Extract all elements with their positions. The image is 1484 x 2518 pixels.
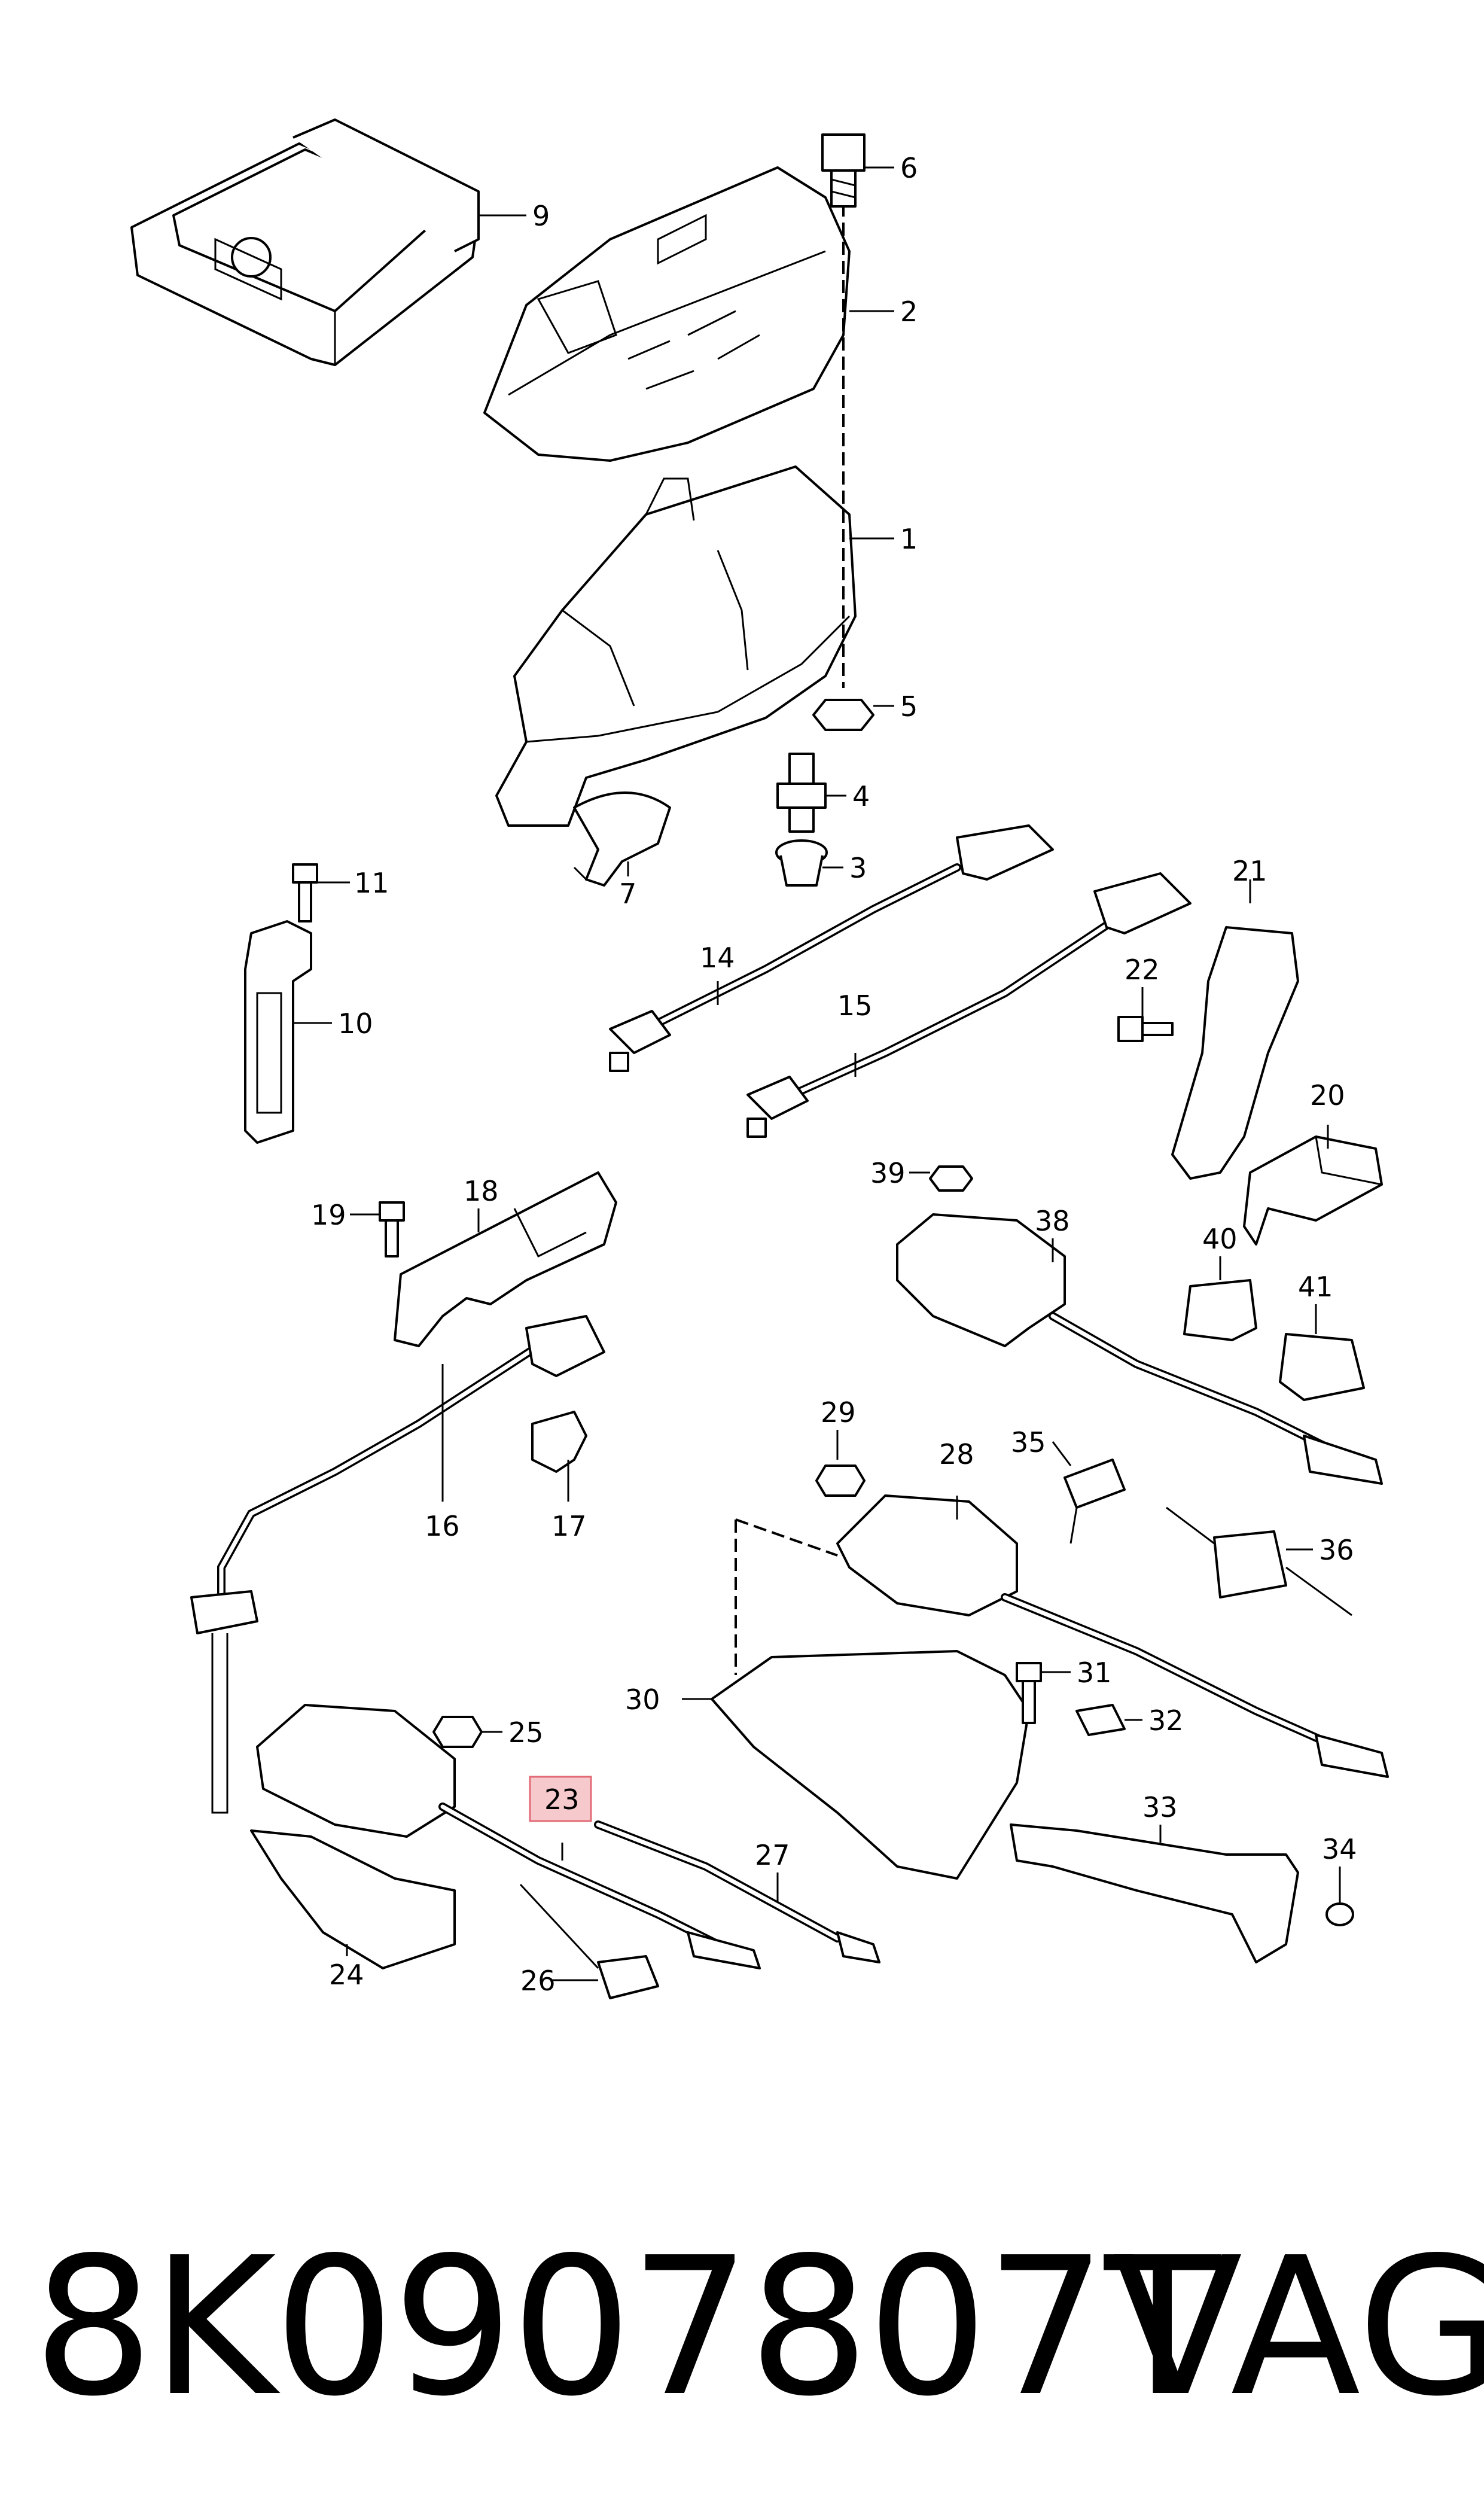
callout-36: 36: [1319, 1534, 1354, 1566]
callout-labels: 6 9 2 1 5 4 3 7 11 10 14 15 21 22 20 18 …: [311, 152, 1357, 1997]
part-28-nox-sensor: [836, 1494, 1389, 1778]
callout-21: 21: [1232, 855, 1267, 887]
part-4-stud: [776, 753, 827, 833]
callout-6: 6: [900, 152, 918, 184]
callout-14: 14: [700, 942, 735, 974]
callout-33: 33: [1142, 1791, 1178, 1823]
callout-39: 39: [870, 1157, 906, 1189]
part-41-clip: [1279, 1333, 1365, 1401]
part-36-connector: [1166, 1506, 1352, 1616]
callout-10: 10: [338, 1007, 373, 1040]
part-23-sensor-harness: [438, 1803, 761, 1969]
callout-2: 2: [900, 296, 918, 328]
part-40-clip: [1183, 1279, 1257, 1341]
part-34-washer: [1325, 1902, 1354, 1926]
part-27-lead: [594, 1820, 880, 1963]
callout-24: 24: [329, 1959, 364, 1991]
callout-18: 18: [464, 1175, 499, 1207]
callout-1: 1: [900, 523, 918, 555]
callout-23-highlight: [529, 1776, 592, 1822]
part-17-clip: [531, 1411, 587, 1473]
part-20-pressure-sensor: [1243, 1135, 1383, 1246]
callout-22: 22: [1125, 954, 1160, 986]
callout-9: 9: [532, 200, 550, 232]
part-21-bracket: [1171, 926, 1299, 1180]
part-10-sensor: [244, 920, 312, 1144]
callout-4: 4: [852, 780, 870, 812]
part-14-sensor-harness: [609, 824, 1054, 1072]
callout-40: 40: [1202, 1223, 1238, 1255]
callout-30: 30: [625, 1683, 660, 1716]
callout-38: 38: [1035, 1205, 1070, 1237]
part-19-bolt: [379, 1201, 405, 1258]
part-3-grommet: [775, 839, 828, 887]
part-5-nut: [812, 699, 874, 731]
part-22-bolt: [1117, 1016, 1174, 1042]
part-26-clip: [519, 1883, 659, 1999]
assembly-dashed-lines: [735, 1518, 838, 1675]
part-15-sensor-harness: [746, 872, 1192, 1138]
callout-26: 26: [520, 1965, 556, 1997]
part-30-mounting-plate: [711, 1650, 1030, 1880]
part-11-bolt: [292, 863, 318, 922]
part-7-drain-valve: [573, 791, 671, 887]
part-29-nut: [815, 1464, 866, 1497]
callout-16: 16: [425, 1510, 460, 1542]
part-35-sensor: [1064, 1459, 1126, 1544]
callout-11: 11: [354, 867, 389, 899]
callout-41: 41: [1298, 1271, 1333, 1303]
part-6-bolt: [821, 133, 866, 208]
callout-17: 17: [551, 1510, 587, 1542]
brand-label: VAG: [1113, 2216, 1484, 2438]
callout-19: 19: [311, 1199, 346, 1231]
callout-20: 20: [1310, 1079, 1345, 1112]
part-31-bolt: [1016, 1662, 1042, 1724]
callout-23: 23: [544, 1783, 580, 1816]
part-16-temperature-sender: [190, 1315, 605, 1814]
callout-32: 32: [1148, 1704, 1184, 1737]
callout-29: 29: [821, 1396, 856, 1429]
callout-34: 34: [1322, 1833, 1357, 1865]
part-25-nut: [432, 1716, 483, 1748]
callout-35: 35: [1011, 1426, 1046, 1459]
callout-leader-lines: [293, 166, 1341, 1981]
part-33-bracket: [1010, 1823, 1299, 1963]
callout-27: 27: [755, 1839, 790, 1871]
part-24-nox-sensor: [250, 1704, 456, 1969]
callout-25: 25: [508, 1716, 544, 1749]
callout-15: 15: [837, 989, 873, 1022]
callout-5: 5: [900, 690, 918, 723]
callout-7: 7: [619, 878, 636, 910]
callout-28: 28: [939, 1438, 974, 1470]
part-38-nox-sensor: [896, 1213, 1383, 1485]
part-number-label: 8K0907807T: [33, 2216, 1220, 2438]
part-2-cover: [483, 166, 851, 462]
parts-exploded-diagram: 6 9 2 1 5 4 3 7 11 10 14 15 21 22 20 18 …: [130, 118, 1389, 1999]
part-9-ecu-module: [130, 118, 480, 366]
callout-31: 31: [1077, 1657, 1112, 1689]
part-32-nut: [1075, 1704, 1126, 1736]
callout-3: 3: [849, 852, 867, 884]
part-39-nut: [929, 1165, 973, 1192]
part-18-bracket: [394, 1171, 617, 1347]
